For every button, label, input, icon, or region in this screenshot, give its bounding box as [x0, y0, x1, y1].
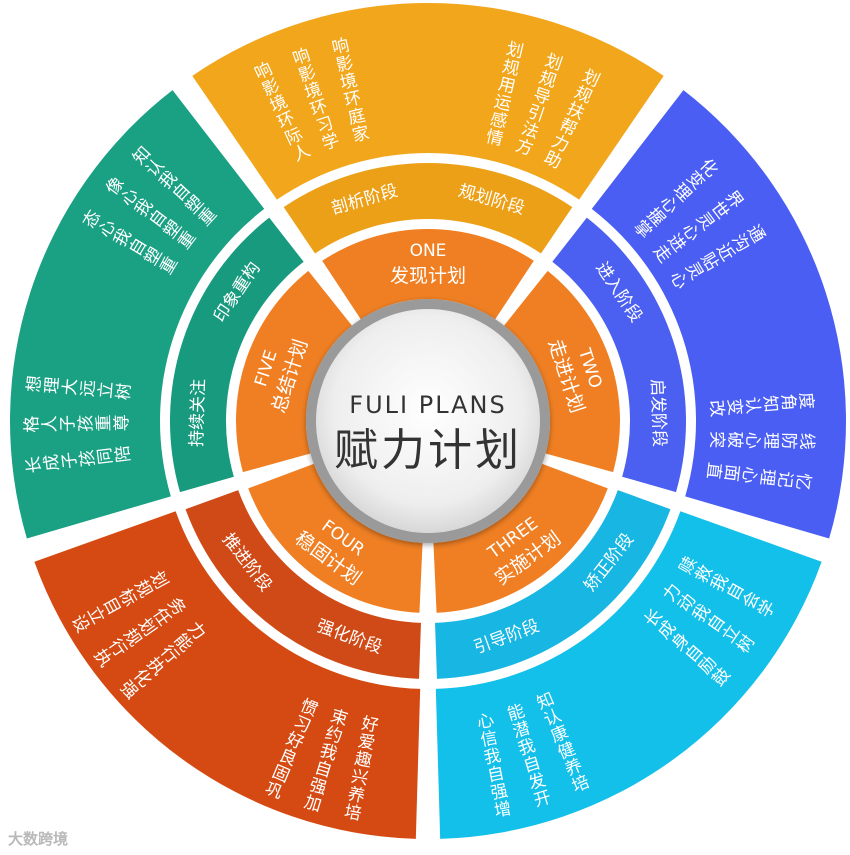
- stage-ring-wedge: [185, 490, 421, 679]
- stage-label: 持续关注: [187, 379, 209, 448]
- item-text: 人际环境影响: [252, 59, 314, 166]
- item-text: 陪同孩子成长: [23, 444, 134, 474]
- stage-ring-wedge: [169, 217, 304, 493]
- item-text: 尊重孩子人格: [22, 414, 132, 433]
- item-text: 培养兴趣爱好: [343, 714, 381, 825]
- plan-segment-three: THREE实施计划引导阶段矫正阶段增强自我信心开发自我潜能培养健康认知鼓励自身成…: [433, 463, 822, 839]
- plan-name: 发现计划: [390, 265, 466, 287]
- item-text: 突破心理防线: [706, 431, 816, 450]
- stage-ring-wedge: [552, 217, 686, 493]
- item-text: 改变认知角度: [705, 391, 816, 418]
- outer-ring-wedge: [34, 511, 421, 839]
- stage-ring-wedge: [283, 162, 573, 254]
- stage-label: 启发阶段: [647, 379, 669, 448]
- plan-segment-two: TWO走进计划进入阶段启发阶段掌握心理变化走进心灵世界心灵贴近沟通改变认知角度突…: [504, 90, 846, 539]
- item-text: 方法引导规划: [513, 51, 565, 161]
- plan-number: ONE: [410, 241, 447, 261]
- plan-ring-wedge: [504, 270, 620, 473]
- item-text: 加强自我约束: [302, 706, 350, 816]
- plan-segment-five: FIVE总结计划持续关注印象重构陪同孩子成长尊重孩子人格树立远大理想重塑自我心态…: [10, 90, 352, 539]
- center-title-zh: 赋力计划: [334, 425, 522, 476]
- outer-ring-wedge: [192, 2, 664, 200]
- item-text: 增强自我信心: [475, 710, 513, 821]
- item-text: 助力帮扶规划: [541, 66, 603, 173]
- stage-ring-wedge: [435, 490, 671, 679]
- item-text: 树立远大理想: [24, 374, 135, 401]
- center-title-en: FULI PLANS: [349, 391, 506, 419]
- plan-ring-wedge: [433, 463, 608, 613]
- outer-ring-wedge: [591, 90, 846, 539]
- item-text: 情感运用规划: [484, 39, 525, 150]
- item-text: 培养健康认知: [534, 689, 593, 797]
- watermark-logo: 大数跨境: [8, 830, 69, 848]
- outer-ring-wedge: [435, 511, 822, 839]
- plan-ring-wedge: [248, 463, 423, 613]
- item-text: 巩固良好习惯: [262, 696, 321, 804]
- item-text: 直面心理记忆: [702, 461, 813, 491]
- center-hub: FULI PLANS 赋力计划: [306, 299, 550, 543]
- plan-ring-wedge: [322, 229, 534, 320]
- plan-segment-one: ONE发现计划剖析阶段规划阶段人际环境影响学习环境影响家庭环境影响情感运用规划方…: [192, 2, 664, 320]
- outer-ring-wedge: [10, 90, 265, 539]
- item-text: 开发自我潜能: [505, 701, 553, 811]
- plan-ring-wedge: [236, 270, 352, 473]
- plan-segment-four: FOUR稳固计划推进阶段强化阶段设立目标规划执行规划任务强化执行能力巩固良好习惯…: [34, 463, 423, 839]
- item-text: 家庭环境影响: [330, 35, 371, 146]
- item-text: 学习环境影响: [290, 45, 342, 155]
